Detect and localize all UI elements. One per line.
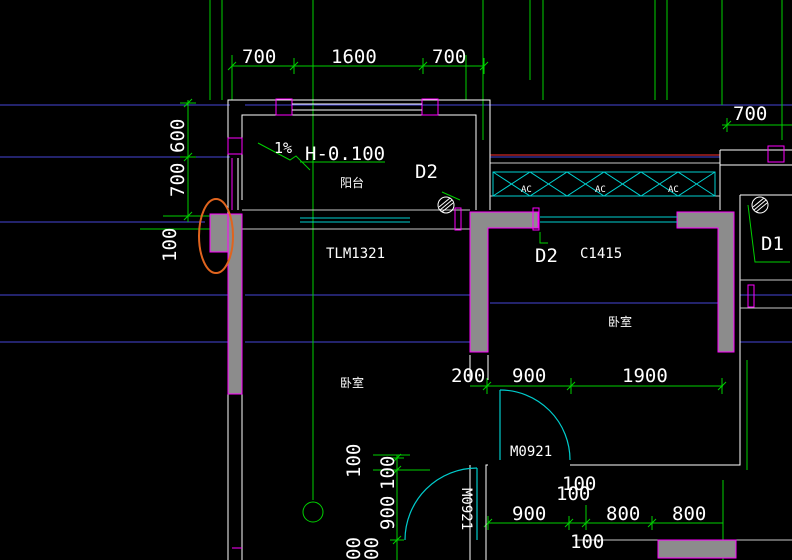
door-swing-m0921-h xyxy=(499,389,571,461)
dim-bottom-extra-1: 100 xyxy=(562,473,596,495)
dim-lower-left-3: 00 xyxy=(361,537,383,560)
door-label-m0921-v: M0921 xyxy=(458,488,474,530)
door-label-m0921-h: M0921 xyxy=(510,444,552,460)
dim-mid-2: 900 xyxy=(512,365,546,387)
dimension-chains xyxy=(180,58,792,560)
dim-left-2: 700 xyxy=(167,163,189,197)
reference-grid-lines xyxy=(0,104,792,343)
leader-lines xyxy=(257,142,790,263)
dim-mid-1: 200 xyxy=(451,365,485,387)
dim-mid-3: 1900 xyxy=(622,365,668,387)
drain-right-icon xyxy=(751,196,769,214)
wall-right-room-right xyxy=(676,211,735,353)
sliding-door-tlm xyxy=(300,216,677,223)
dim-top-2: 1600 xyxy=(331,46,377,68)
dim-lower-2: 100 xyxy=(377,456,399,490)
dim-lower-1: 100 xyxy=(343,444,365,478)
dim-left-3: 100 xyxy=(159,228,181,262)
dim-bottom-extra-2: 100 xyxy=(570,531,604,553)
shear-walls xyxy=(209,211,737,559)
wall-left-stub xyxy=(209,213,229,253)
ac-label-2: AC xyxy=(595,185,606,195)
room-label-bedroom-left: 卧室 xyxy=(340,375,364,390)
dim-bottom-4: 800 xyxy=(672,503,706,525)
slope-label: 1% xyxy=(274,139,292,157)
ac-label-3: AC xyxy=(668,185,679,195)
dim-lower-left-1: 900 xyxy=(377,496,399,530)
room-label-balcony: 阳台 xyxy=(340,175,364,190)
dim-top-1: 700 xyxy=(242,46,276,68)
door-label-tlm: TLM1321 xyxy=(326,246,385,262)
room-label-bedroom-right: 卧室 xyxy=(608,314,632,329)
dim-left-1: 600 xyxy=(167,119,189,153)
door-swing-m0921-v xyxy=(404,467,478,541)
dim-bottom-3: 800 xyxy=(606,503,640,525)
wall-left xyxy=(227,213,243,395)
dim-bottom-1: 900 xyxy=(512,503,546,525)
door-swings xyxy=(404,389,571,541)
dim-bottom-2: 100 xyxy=(556,483,590,505)
ac-label-1: AC xyxy=(521,185,532,195)
drain-left-icon xyxy=(437,196,455,214)
axis-bubble-icon xyxy=(302,501,324,523)
dim-top-3: 700 xyxy=(432,46,466,68)
tag-d1: D1 xyxy=(761,233,784,255)
tag-d2-upper: D2 xyxy=(415,161,438,183)
drain-symbols xyxy=(437,196,769,214)
openings xyxy=(227,98,785,549)
highlight-ellipse xyxy=(198,198,234,274)
wall-bottom-right xyxy=(657,539,737,559)
elevation-label: H-0.100 xyxy=(305,143,385,165)
tag-d2-lower: D2 xyxy=(535,245,558,267)
wall-right-room-left xyxy=(469,211,539,353)
ac-units xyxy=(492,171,716,197)
dim-top-right: 700 xyxy=(733,103,767,125)
dim-lower-left-2: 00 xyxy=(343,537,365,560)
window-label-c1415: C1415 xyxy=(580,246,622,262)
